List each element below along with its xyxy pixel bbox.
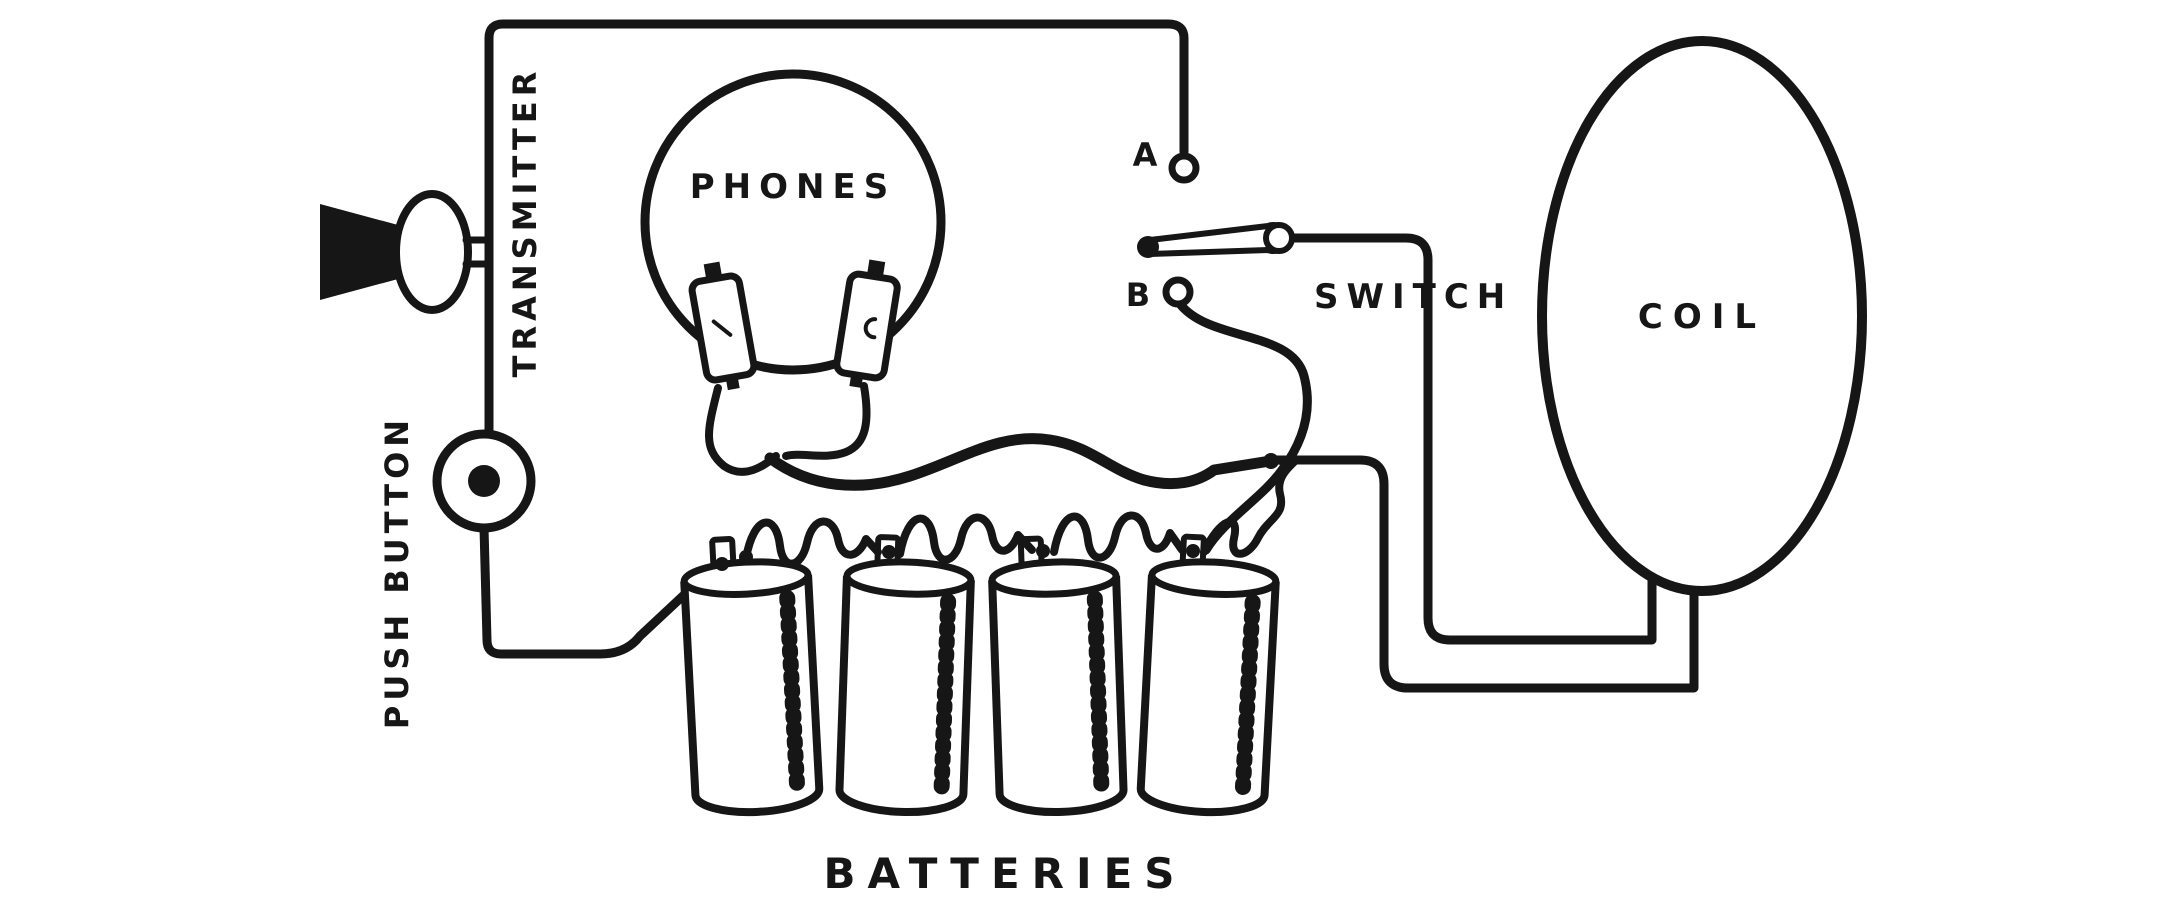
batteries-label: BATTERIES <box>823 849 1186 898</box>
battery-1-hatching <box>779 590 805 792</box>
phones-cord-right <box>782 382 871 460</box>
phones-cord-main <box>764 433 1270 491</box>
battery-3-top <box>988 558 1120 598</box>
battery-cell-1 <box>680 535 824 817</box>
phones: PHONES <box>640 69 1270 491</box>
phones-earpiece-right <box>833 259 901 388</box>
phones-headband <box>640 69 946 375</box>
battery-connector-1-2 <box>742 517 882 568</box>
push-button-label: PUSH BUTTON <box>378 415 416 729</box>
battery-cell-3 <box>988 535 1128 817</box>
wire-switch-to-coil <box>1286 233 1657 645</box>
coil: COIL <box>1537 36 1867 596</box>
battery-4-hatching <box>1234 594 1261 796</box>
earpiece-left-mark <box>711 319 733 337</box>
battery-4-top <box>1148 558 1280 598</box>
coil-body <box>1537 36 1867 596</box>
battery-connector-4-out <box>1200 456 1298 558</box>
transmitter-leads <box>462 236 493 268</box>
push-button: PUSH BUTTON <box>378 415 536 729</box>
phones-earpiece-left <box>688 261 758 391</box>
switch-terminal-a <box>1168 152 1200 184</box>
battery-connector-3-4 <box>1050 511 1186 562</box>
transmitter-label: TRANSMITTER <box>506 67 544 378</box>
wire-b-to-battery <box>1175 299 1312 555</box>
battery-connector-2-3 <box>896 513 1036 564</box>
switch: A B SWITCH <box>1126 136 1513 317</box>
battery-cell-4 <box>1136 533 1280 817</box>
phones-cord-left <box>705 384 780 476</box>
terminal-dot-5 <box>1186 544 1200 558</box>
battery-2-top <box>843 558 975 598</box>
phones-label: PHONES <box>690 167 896 207</box>
battery-2-hatching <box>933 593 957 796</box>
transmitter: TRANSMITTER <box>320 67 544 378</box>
earpiece-right-mark <box>863 317 878 340</box>
terminal-a-label: A <box>1133 136 1158 174</box>
switch-terminal-b <box>1162 276 1194 308</box>
battery-3-hatching <box>1086 590 1110 793</box>
switch-label: SWITCH <box>1314 277 1513 317</box>
terminal-dot-4 <box>1036 544 1050 558</box>
wire-battery-to-coil <box>1267 455 1699 693</box>
switch-pivot <box>1137 236 1159 258</box>
coil-label: COIL <box>1638 297 1766 337</box>
earpiece-left-nub <box>725 374 740 391</box>
battery-cell-2 <box>835 534 975 817</box>
terminal-dot-3 <box>882 545 896 559</box>
wire-top <box>484 19 1189 435</box>
switch-knob <box>1263 222 1295 254</box>
terminal-dot-2 <box>739 550 753 564</box>
batteries: BATTERIES <box>680 456 1298 898</box>
terminal-b-label: B <box>1126 276 1150 314</box>
earpiece-right-nub <box>849 372 864 388</box>
push-button-knob <box>468 465 500 497</box>
terminal-dot-1 <box>715 557 729 571</box>
transmitter-bell <box>392 190 472 314</box>
